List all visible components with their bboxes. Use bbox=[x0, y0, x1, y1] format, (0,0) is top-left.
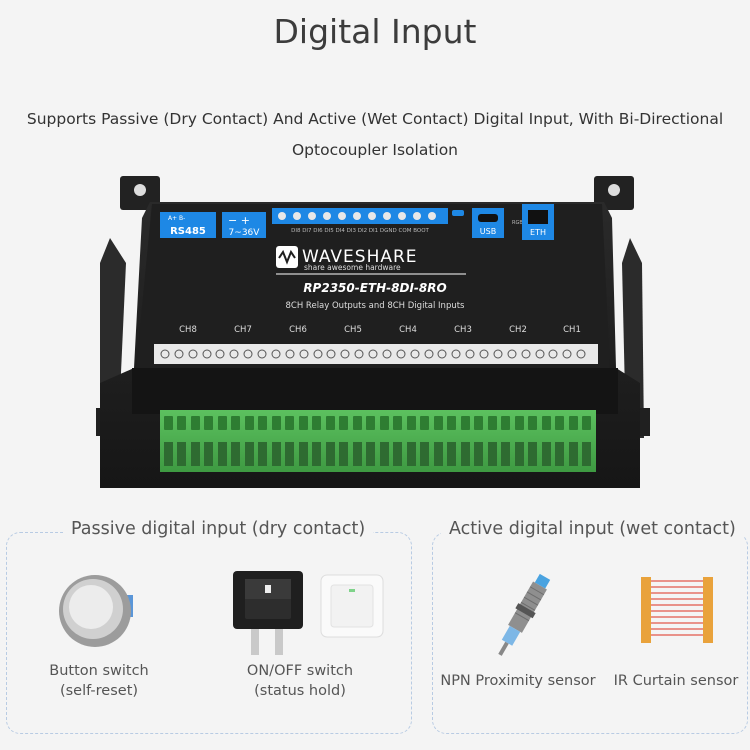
mounting-ear-left bbox=[120, 176, 160, 210]
onoff-switch-label-line2: (status hold) bbox=[254, 683, 346, 699]
usb-port bbox=[478, 214, 498, 222]
model-name: RP2350-ETH-8DI-8RO bbox=[303, 281, 446, 295]
button-switch-label: Button switch (self-reset) bbox=[47, 661, 151, 701]
usb-label: USB bbox=[480, 227, 496, 236]
channel-label-ch8: CH8 bbox=[179, 325, 197, 335]
subtitle-line-2: Optocoupler Isolation bbox=[291, 141, 459, 159]
channel-label-ch4: CH4 bbox=[399, 325, 417, 335]
di-pins-label: DI8 DI7 DI6 DI5 DI4 DI3 DI2 DI1 DGND COM… bbox=[291, 228, 429, 234]
page-title: Digital Input bbox=[273, 12, 477, 51]
channel-label-ch3: CH3 bbox=[454, 325, 472, 335]
channel-label-ch7: CH7 bbox=[234, 325, 252, 335]
device-illustration: A+ B- RS485 − + 7~36V DI8 DI7 DI6 DI5 DI… bbox=[96, 176, 650, 488]
npn-sensor-label: NPN Proximity sensor bbox=[440, 673, 596, 689]
green-terminal-wire-holes bbox=[164, 442, 591, 466]
page-subtitle: Supports Passive (Dry Contact) And Activ… bbox=[20, 104, 730, 166]
usb-connector bbox=[472, 208, 504, 238]
channel-label-ch6: CH6 bbox=[289, 325, 307, 335]
device-top-face bbox=[136, 204, 610, 368]
di-terminal-holes bbox=[278, 212, 436, 220]
passive-panel-title: Passive digital input (dry contact) bbox=[63, 519, 374, 539]
rgb-label: RGB bbox=[512, 220, 523, 226]
waveshare-logo-icon bbox=[276, 246, 298, 268]
ir-curtain-sensor-icon bbox=[641, 577, 713, 643]
brand-tagline: share awesome hardware bbox=[304, 263, 401, 272]
power-label: 7~36V bbox=[229, 228, 261, 238]
wall-switch-icon bbox=[320, 574, 384, 638]
button-switch-label-line2: (self-reset) bbox=[59, 683, 139, 699]
rocker-switch-icon bbox=[233, 571, 303, 655]
active-panel-title: Active digital input (wet contact) bbox=[441, 519, 744, 539]
green-terminal-slots bbox=[164, 416, 591, 430]
mounting-ear-right bbox=[594, 176, 634, 210]
relay-terminal-screws bbox=[160, 349, 586, 359]
model-description: 8CH Relay Outputs and 8CH Digital Inputs bbox=[286, 301, 466, 311]
proximity-sensor-icon bbox=[498, 573, 551, 656]
brand-name: WAVESHARE bbox=[302, 247, 418, 267]
channel-label-ch1: CH1 bbox=[563, 325, 581, 335]
rs485-connector bbox=[160, 212, 216, 238]
eth-port bbox=[528, 210, 548, 224]
passive-input-panel: Passive digital input (dry contact) Butt… bbox=[6, 519, 412, 734]
channel-label-ch5: CH5 bbox=[344, 325, 362, 335]
button-switch-label-line1: Button switch bbox=[49, 663, 149, 679]
subtitle-line-1: Supports Passive (Dry Contact) And Activ… bbox=[26, 110, 724, 128]
onoff-switch-label-line1: ON/OFF switch bbox=[246, 663, 354, 679]
active-input-panel: Active digital input (wet contact) NPN P… bbox=[432, 519, 748, 734]
rs485-pins-label: A+ B- bbox=[168, 215, 185, 222]
relay-terminal-strip bbox=[154, 344, 598, 364]
onoff-switch-label: ON/OFF switch (status hold) bbox=[235, 661, 365, 701]
button-switch-icon bbox=[59, 575, 133, 647]
terminal-housing bbox=[132, 368, 618, 414]
power-polarity-label: − + bbox=[228, 214, 250, 227]
power-connector bbox=[222, 212, 266, 238]
channel-label-ch2: CH2 bbox=[509, 325, 527, 335]
eth-label: ETH bbox=[530, 228, 546, 237]
boot-button bbox=[452, 210, 464, 216]
rs485-label: RS485 bbox=[170, 226, 206, 237]
ir-curtain-label: IR Curtain sensor bbox=[613, 673, 739, 689]
channel-labels: CH8 CH7 CH6 CH5 CH4 CH3 CH2 CH1 bbox=[179, 325, 581, 335]
